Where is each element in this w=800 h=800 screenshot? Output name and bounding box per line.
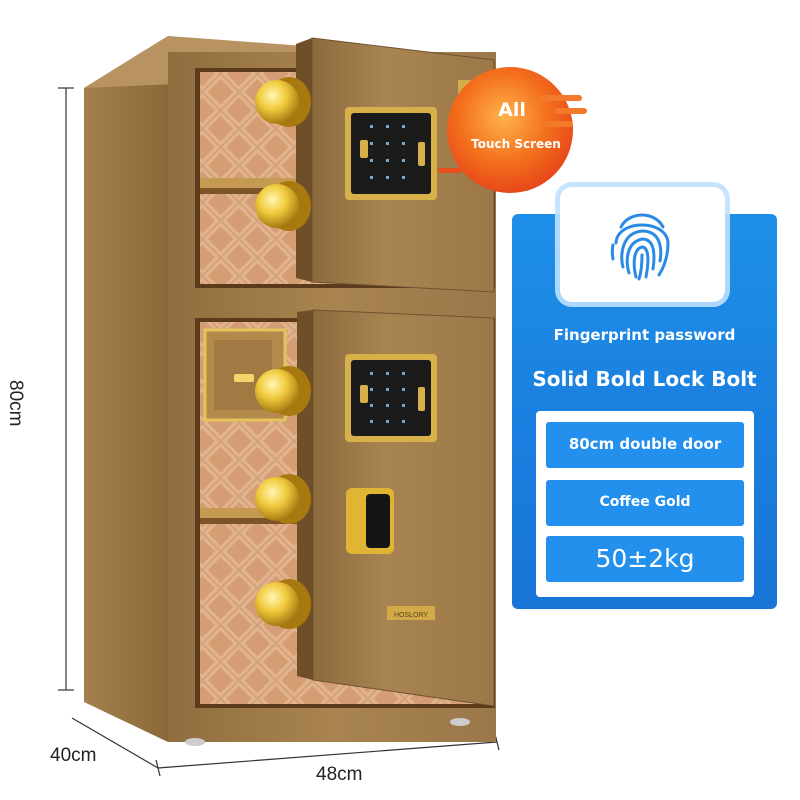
height-dimension-label: 80cm [5, 380, 26, 427]
touch-screen-badge-shape [438, 67, 587, 193]
fingerprint-feature-label: Fingerprint password [553, 326, 736, 344]
width-dimension-label: 48cm [316, 764, 363, 785]
height-dimension-line [58, 87, 74, 691]
badge-line-1: All [498, 99, 526, 121]
fingerprint-icon [610, 213, 670, 281]
lower-door [297, 309, 495, 707]
spec-weight: 50±2kg [546, 536, 744, 582]
spec-size: 80cm double door [546, 422, 744, 468]
touch-screen-badge: All Touch Screen [447, 85, 577, 185]
spec-color: Coffee Gold [546, 480, 744, 526]
lock-bolt-feature-label: Solid Bold Lock Bolt [532, 367, 757, 391]
depth-dimension-label: 40cm [50, 745, 97, 766]
bolt-knobs [255, 77, 311, 629]
fingerprint-card [560, 187, 725, 302]
badge-line-2: Touch Screen [471, 137, 561, 151]
depth-dimension-line [71, 717, 159, 769]
